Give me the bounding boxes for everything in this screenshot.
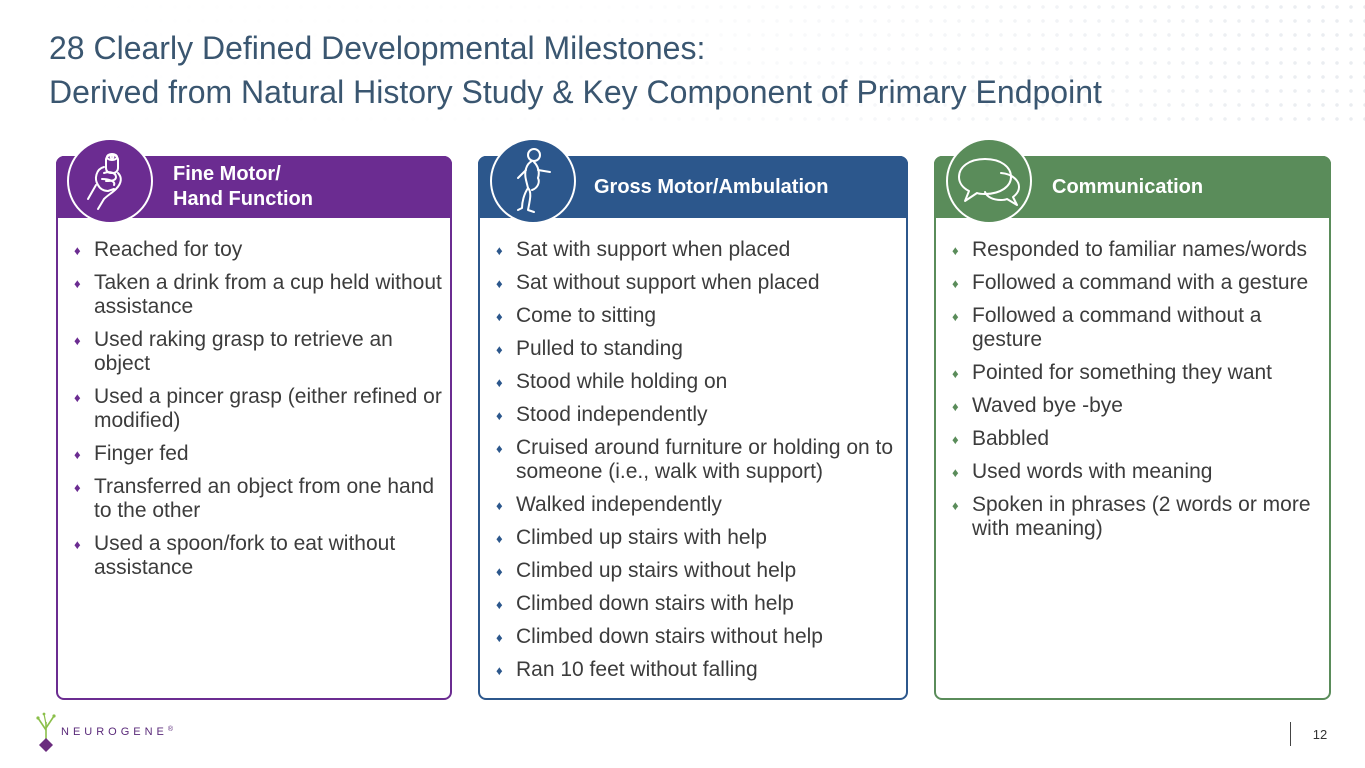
bullet-diamond-icon: ♦ [952, 465, 959, 480]
communication-list: ♦Responded to familiar names/words ♦Foll… [950, 238, 1319, 550]
list-item: ♦Spoken in phrases (2 words or more with… [952, 493, 1311, 540]
card-heading-gross-motor: Gross Motor/Ambulation [594, 175, 829, 198]
list-item: ♦Used words with meaning [952, 460, 1213, 483]
footer-divider [1290, 722, 1291, 746]
list-item: ♦Used a pincer grasp (either refined or … [74, 385, 442, 432]
card-heading-communication: Communication [1052, 175, 1204, 198]
bullet-diamond-icon: ♦ [74, 480, 81, 495]
speech-bubbles-icon [946, 138, 1032, 224]
walking-child-icon [490, 138, 576, 224]
list-item: ♦Taken a drink from a cup held without a… [74, 271, 442, 318]
bullet-diamond-icon: ♦ [952, 399, 959, 414]
list-item: ♦Come to sitting [496, 304, 657, 327]
bullet-diamond-icon: ♦ [952, 498, 959, 513]
bullet-diamond-icon: ♦ [496, 663, 503, 678]
list-item: ♦Used raking grasp to retrieve an object [74, 328, 393, 375]
bullet-diamond-icon: ♦ [952, 243, 959, 258]
gross-motor-list: ♦Sat with support when placed ♦Sat witho… [494, 238, 900, 691]
list-item: ♦Followed a command without a gesture [952, 304, 1262, 351]
registered-mark: ® [167, 726, 174, 733]
bullet-diamond-icon: ♦ [496, 630, 503, 645]
list-item: ♦Stood independently [496, 403, 708, 426]
slide-title-line1: 28 Clearly Defined Developmental Milesto… [49, 30, 706, 66]
bullet-diamond-icon: ♦ [496, 597, 503, 612]
bullet-diamond-icon: ♦ [952, 276, 959, 291]
list-item: ♦Transferred an object from one hand to … [74, 475, 435, 522]
list-item: ♦Climbed up stairs with help [496, 526, 767, 549]
card-communication: Communication ♦Responded to familiar nam… [934, 138, 1331, 700]
bullet-diamond-icon: ♦ [496, 441, 503, 456]
list-item: ♦Responded to familiar names/words [952, 238, 1307, 261]
card-heading-fine-motor-line1: Fine Motor/ [173, 163, 281, 185]
bullet-diamond-icon: ♦ [74, 447, 81, 462]
list-item: ♦Babbled [952, 427, 1050, 450]
bullet-diamond-icon: ♦ [496, 531, 503, 546]
list-item: ♦Climbed down stairs without help [496, 625, 823, 648]
card-gross-motor: Gross Motor/Ambulation ♦Sat with support… [478, 138, 908, 700]
list-item: ♦Finger fed [74, 442, 189, 465]
list-item: ♦Reached for toy [74, 238, 243, 261]
bullet-diamond-icon: ♦ [952, 309, 959, 324]
list-item: ♦Climbed down stairs with help [496, 592, 794, 615]
list-item: ♦Followed a command with a gesture [952, 271, 1309, 294]
list-item: ♦Waved bye -bye [952, 394, 1123, 417]
page-number: 12 [1312, 727, 1328, 742]
bullet-diamond-icon: ♦ [496, 498, 503, 513]
hand-holding-icon [67, 138, 153, 224]
bullet-diamond-icon: ♦ [496, 309, 503, 324]
bullet-diamond-icon: ♦ [496, 276, 503, 291]
list-item: ♦Ran 10 feet without falling [496, 658, 758, 681]
bullet-diamond-icon: ♦ [74, 333, 81, 348]
bullet-diamond-icon: ♦ [952, 432, 959, 447]
bullet-diamond-icon: ♦ [74, 276, 81, 291]
list-item: ♦Cruised around furniture or holding on … [496, 436, 894, 483]
list-item: ♦Stood while holding on [496, 370, 728, 393]
bullet-diamond-icon: ♦ [496, 408, 503, 423]
list-item: ♦Pulled to standing [496, 337, 683, 360]
list-item: ♦Pointed for something they want [952, 361, 1273, 384]
title-band [0, 0, 1365, 124]
card-fine-motor: Fine Motor/ Hand Function ♦Reached for t… [56, 138, 452, 700]
fine-motor-list: ♦Reached for toy ♦Taken a drink from a c… [72, 238, 444, 589]
slide-title: 28 Clearly Defined Developmental Milesto… [49, 26, 1102, 114]
bullet-diamond-icon: ♦ [496, 375, 503, 390]
card-heading-fine-motor-line2: Hand Function [173, 188, 313, 210]
bullet-diamond-icon: ♦ [952, 366, 959, 381]
bullet-diamond-icon: ♦ [74, 243, 81, 258]
list-item: ♦Climbed up stairs without help [496, 559, 797, 582]
neurogene-logo: NEUROGENE ® [33, 710, 173, 754]
bullet-diamond-icon: ♦ [496, 564, 503, 579]
bullet-diamond-icon: ♦ [496, 243, 503, 258]
list-item: ♦Sat without support when placed [496, 271, 820, 294]
bullet-diamond-icon: ♦ [74, 390, 81, 405]
bullet-diamond-icon: ♦ [74, 537, 81, 552]
logo-wordmark: NEUROGENE [61, 726, 168, 738]
bullet-diamond-icon: ♦ [496, 342, 503, 357]
list-item: ♦Sat with support when placed [496, 238, 791, 261]
list-item: ♦Used a spoon/fork to eat without assist… [74, 532, 396, 579]
slide-title-line2: Derived from Natural History Study & Key… [49, 74, 1102, 110]
neurogene-logo-icon [36, 712, 56, 752]
list-item: ♦Walked independently [496, 493, 722, 516]
